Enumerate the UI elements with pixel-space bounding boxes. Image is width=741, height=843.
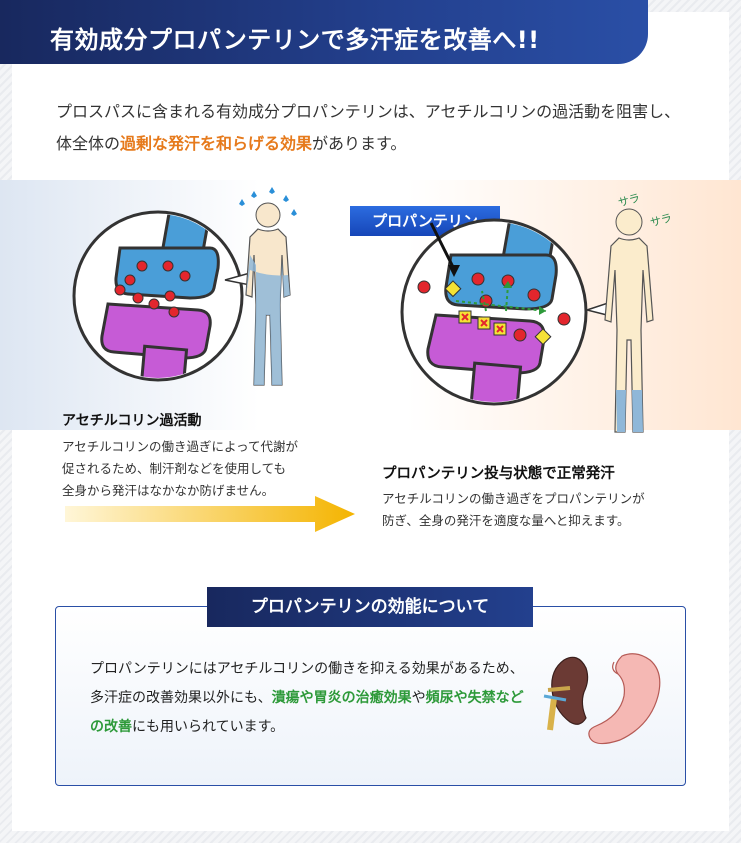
molecule-dot: [168, 306, 180, 318]
right-caption-title: プロパンテリン投与状態で正常発汗: [382, 466, 615, 482]
molecule-dot: [471, 272, 485, 286]
intro-paragraph: プロスパスに含まれる有効成分プロパンテリンは、アセチルコリンの過活動を阻害し、体…: [56, 96, 686, 160]
molecule-dot: [513, 328, 527, 342]
left-caption-line: 全身から発汗はなかなか防げません。: [62, 483, 275, 498]
molecule-dot: [164, 290, 176, 302]
drug-molecule: [444, 280, 462, 298]
molecule-dot: [179, 270, 191, 282]
right-caption-text: アセチルコリンの働き過ぎをプロパンテリンが 防ぎ、全身の発汗を適度な量へと抑えま…: [382, 488, 702, 532]
page-title: 有効成分プロパンテリンで多汗症を改善へ!!: [0, 0, 648, 64]
molecule-dot: [114, 284, 126, 296]
efficacy-highlight-1: 潰瘍や胃炎の治癒効果: [271, 690, 412, 706]
drug-molecule: [534, 328, 552, 346]
synapse-blocked-illustration: [400, 218, 588, 406]
right-caption-line: アセチルコリンの働き過ぎをプロパンテリンが: [382, 491, 645, 506]
intro-text-start: プロスパスに含まれる有効成分プロパンテリンは、アセチルコリンの過活動を阻害し、体…: [56, 102, 681, 153]
molecule-dot: [557, 312, 571, 326]
molecule-dot: [132, 292, 144, 304]
transition-arrow: [65, 496, 355, 532]
organs-illustration: [543, 653, 661, 745]
sweating-body-illustration: [224, 187, 297, 386]
left-caption-line: アセチルコリンの働き過ぎによって代謝が: [62, 439, 299, 454]
efficacy-text-3: にも用いられています。: [132, 719, 285, 735]
left-caption-text: アセチルコリンの働き過ぎによって代謝が 促されるため、制汗剤などを使用しても 全…: [62, 436, 352, 502]
molecule-dot: [417, 280, 431, 294]
efficacy-text-1: プロパンテリンにはアセチルコリンの働きを抑える効果があるため、多汗症の改善効果以…: [90, 661, 524, 706]
molecule-dot: [136, 260, 148, 272]
intro-highlight: 過剰な発汗を和らげる効果: [120, 134, 313, 153]
efficacy-text: プロパンテリンにはアセチルコリンの働きを抑える効果があるため、多汗症の改善効果以…: [90, 655, 530, 742]
molecule-dot: [527, 288, 541, 302]
left-caption-line: 促されるため、制汗剤などを使用しても: [62, 461, 287, 476]
synapse-overactive-illustration: [72, 210, 244, 382]
intro-text-end: があります。: [312, 134, 407, 153]
efficacy-highlight-2: 頻尿や失禁などの改善: [90, 690, 524, 735]
molecule-dot: [124, 274, 136, 286]
right-caption-line: 防ぎ、全身の発汗を適度な量へと抑えます。: [382, 513, 630, 528]
efficacy-text-2: や: [411, 690, 426, 706]
normal-body-illustration: [585, 208, 654, 433]
efficacy-title: プロパンテリンの効能について: [207, 587, 533, 627]
molecule-dot: [148, 298, 160, 310]
molecule-dot: [162, 260, 174, 272]
left-caption-title: アセチルコリン過活動: [62, 413, 202, 429]
